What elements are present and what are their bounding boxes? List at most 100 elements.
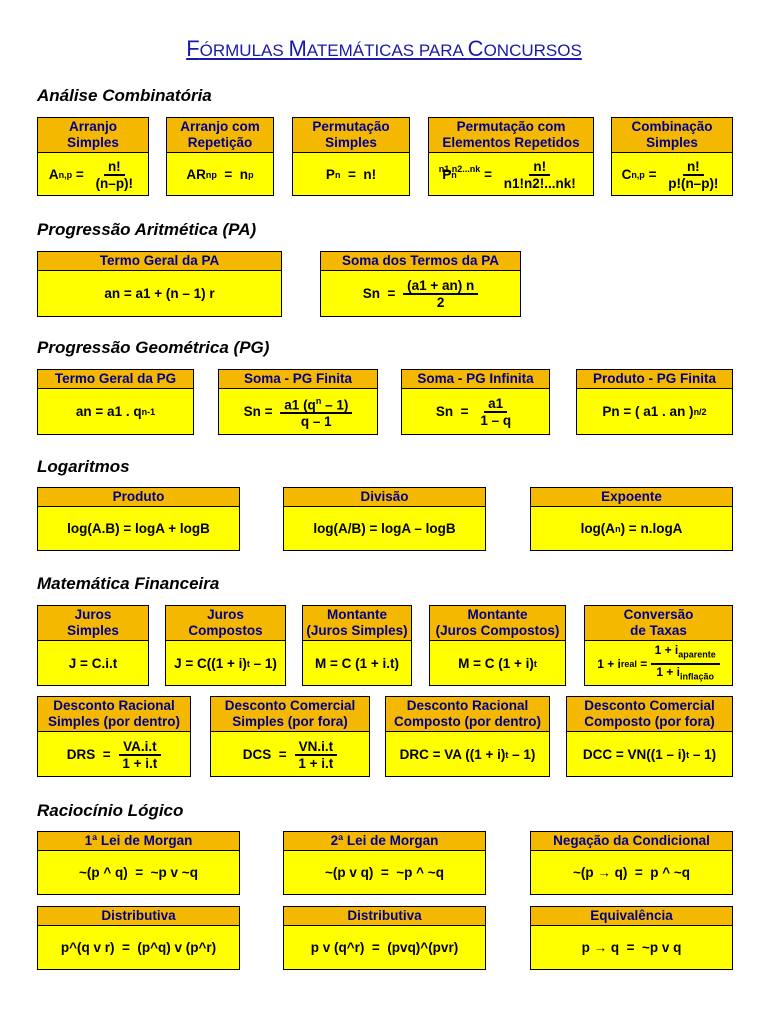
title-part: ATEMÁTICAS PARA [306, 41, 468, 60]
title-part: ONCURSOS [483, 41, 582, 60]
box-produto-pg: Produto - PG Finita Pn = ( a1 . an )n/2 [576, 369, 733, 435]
box-header: Montante(Juros Compostos) [430, 606, 565, 641]
formula-lhs: C [621, 167, 632, 182]
header-line: Arranjo [68, 119, 117, 134]
header-line: Simples [67, 623, 119, 638]
box-header: 2ª Lei de Morgan [284, 832, 485, 851]
formula: p v (q^r) = (pvq)^(pvr) [310, 940, 459, 955]
header-line: Desconto Racional [406, 698, 529, 713]
box-header: Termo Geral da PG [38, 370, 193, 389]
section-pa: Progressão Aritmética (PA) [37, 220, 257, 239]
formula-text: log(A [580, 521, 616, 536]
formula-sup: n/2 [693, 406, 707, 417]
formula: M = C (1 + i)t [430, 642, 565, 685]
formula: an = a1 + (n – 1) r [104, 286, 215, 301]
header-line: Simples (por dentro) [47, 714, 180, 729]
section-financeira: Matemática Financeira [37, 574, 220, 593]
fraction: n!p!(n–p)! [664, 159, 722, 191]
title-part: M [288, 36, 307, 61]
formula-sub: real [620, 658, 637, 669]
formula-sup: n [615, 523, 621, 534]
header-line: Permutação [312, 119, 390, 134]
formula-lhs: AR [186, 167, 206, 182]
section-combinatoria: Análise Combinatória [37, 86, 212, 105]
header-line: Elementos Repetidos [442, 135, 580, 150]
formula: log(A.B) = logA + logB [67, 521, 210, 536]
box-log-produto: Produto log(A.B) = logA + logB [37, 487, 240, 551]
numerator-part: 1 + i [654, 643, 679, 658]
box-soma-pg-finita: Soma - PG Finita Sn = a1 (qn – 1)q – 1 [218, 369, 378, 435]
box-morgan-1: 1ª Lei de Morgan ~(p ^ q) = ~p v ~q [37, 831, 240, 895]
header-line: Desconto Comercial [224, 698, 356, 713]
header-line: (Juros Simples) [306, 623, 408, 638]
formula-lhs: P [442, 167, 452, 182]
header-line: (Juros Compostos) [435, 623, 560, 638]
box-header: Montante(Juros Simples) [303, 606, 411, 641]
formula-sub: aparente [678, 649, 716, 660]
formula-lhs: P [325, 167, 335, 182]
box-header: Divisão [284, 488, 485, 507]
box-header: Negação da Condicional [531, 832, 732, 851]
box-header: Soma - PG Infinita [402, 370, 549, 389]
box-header: Distributiva [284, 907, 485, 926]
formula-sup: p [248, 169, 254, 180]
numerator: (a1 + an) n [403, 278, 479, 295]
denominator: (n–p)! [95, 175, 134, 191]
formula-text: Pn = ( a1 . an ) [602, 404, 694, 419]
box-montante-compostos: Montante(Juros Compostos) M = C (1 + i)t [429, 605, 566, 686]
formula-text: DRC = VA ((1 + i) [399, 747, 506, 762]
box-negacao-condicional: Negação da Condicional ~(p → q) = p ^ ~q [530, 831, 733, 895]
formula: J = C.i.t [68, 656, 118, 671]
box-equivalencia: Equivalência p → q = ~p v q [530, 906, 733, 970]
formula: ~(p → q) = p ^ ~q [572, 865, 691, 880]
fraction: n!(n–p)! [92, 159, 138, 191]
box-montante-simples: Montante(Juros Simples) M = C (1 + i.t) [302, 605, 412, 686]
denominator-part: 1 + i [656, 664, 681, 679]
header-line: Simples [325, 135, 377, 150]
formula-sub: np [205, 169, 217, 180]
formula: Pn = ( a1 . an )n/2 [577, 389, 732, 434]
formula: DRC = VA ((1 + i)t – 1) [386, 733, 549, 776]
box-header: Soma - PG Finita [219, 370, 377, 389]
numerator-part: a1 (q [284, 397, 316, 413]
formula-sub: n,p [631, 169, 645, 180]
formula-sup: n [315, 395, 322, 406]
formula-lhs: Sn = [243, 404, 277, 419]
header-line: Simples [67, 135, 119, 150]
box-distributiva-2: Distributiva p v (q^r) = (pvq)^(pvr) [283, 906, 486, 970]
formula-eq: = [644, 167, 661, 182]
formula-sub: n [334, 169, 341, 180]
header-line: Juros [207, 607, 244, 622]
header-line: Desconto Racional [53, 698, 175, 713]
denominator: q – 1 [300, 414, 332, 430]
box-distributiva-1: Distributiva p^(q v r) = (p^q) v (p^r) [37, 906, 240, 970]
formula-text: ) = n.logA [620, 521, 683, 536]
denominator: 1 + i.t [298, 755, 334, 771]
formula: p → q = ~p v q [581, 940, 682, 955]
denominator: p!(n–p)! [668, 175, 719, 191]
formula-sup: t [246, 658, 250, 669]
